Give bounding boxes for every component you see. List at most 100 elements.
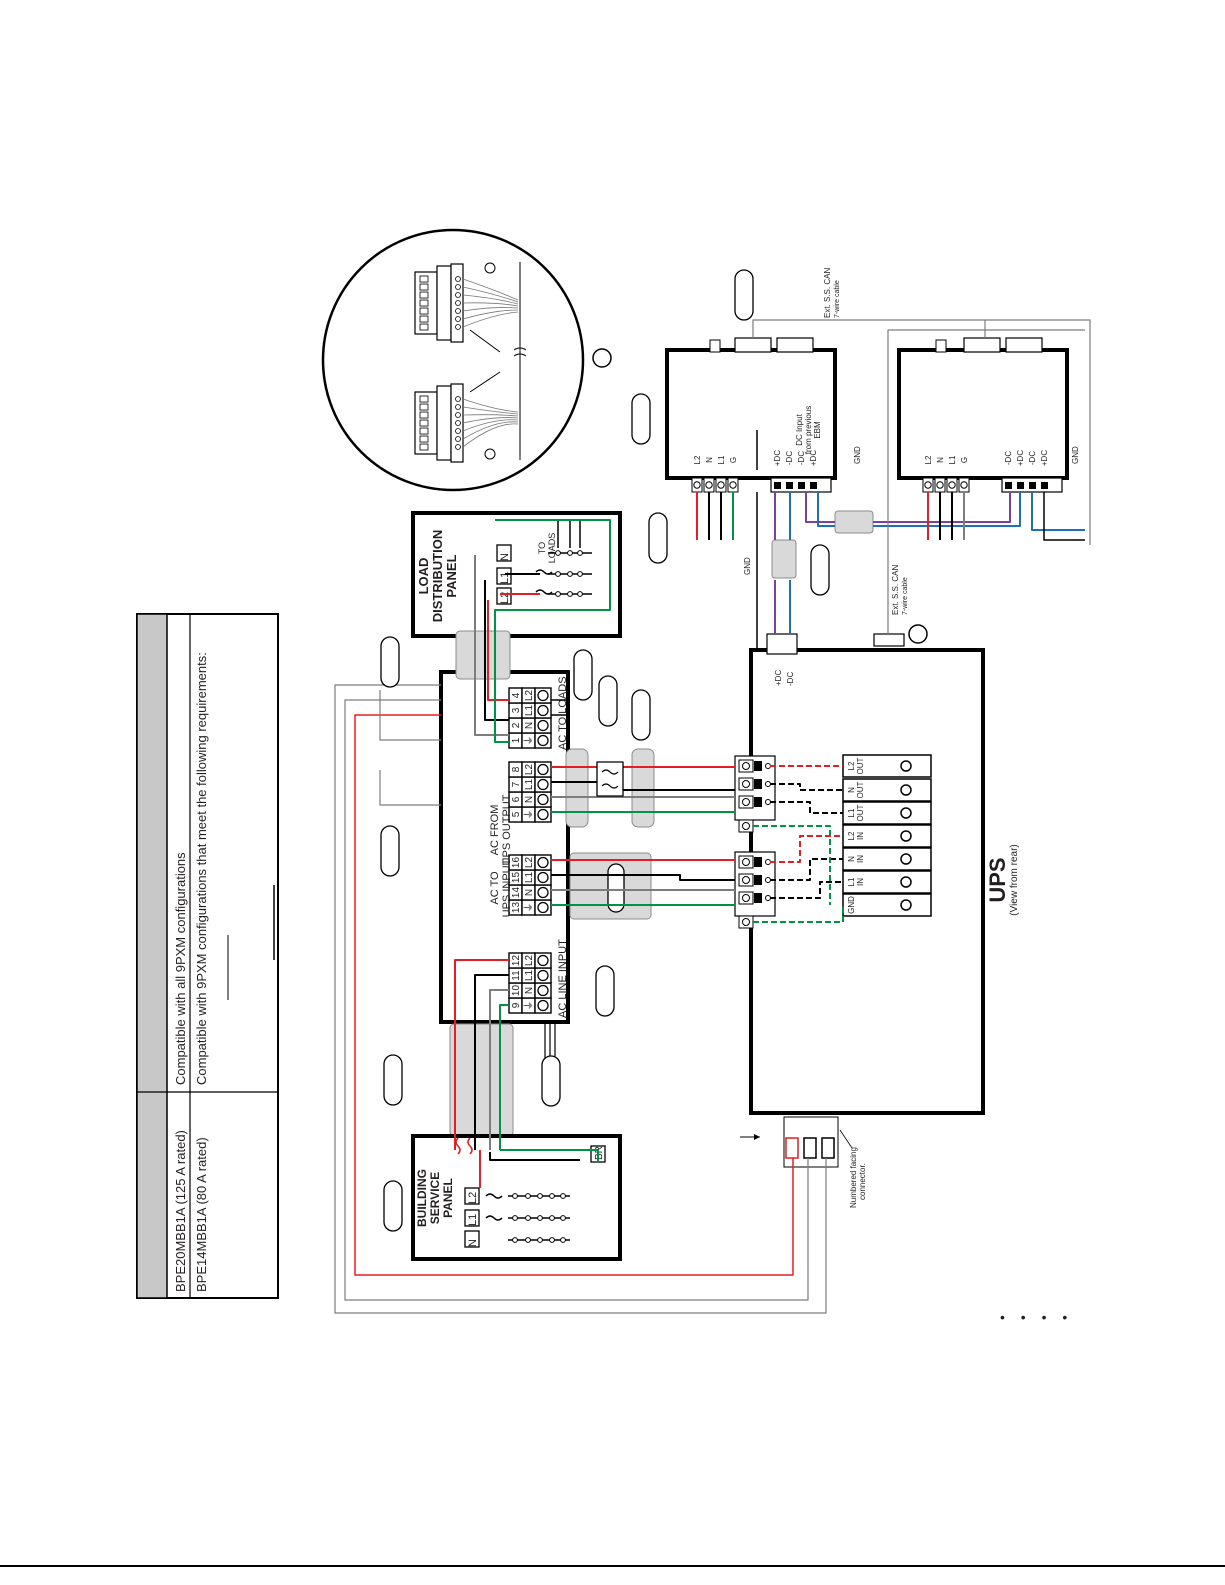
bldg-neutral-wire xyxy=(489,989,509,1150)
load-neutral-wire xyxy=(474,555,509,736)
inset-socket xyxy=(455,292,461,298)
ups-in-terminal-mark: L2 xyxy=(524,857,535,869)
ups-ground-jumper-2 xyxy=(753,825,831,905)
bus-lug xyxy=(567,571,573,577)
ups-terminal-screw xyxy=(900,784,912,796)
ups-output-label-2: UPS OUTPUT xyxy=(501,794,513,865)
bus-lug xyxy=(525,1215,531,1221)
load-title-3: PANEL xyxy=(444,554,459,597)
ups-terminal-screw xyxy=(900,830,912,842)
bus-lug xyxy=(512,1215,518,1221)
ebm1-dc-label: +DC xyxy=(809,450,818,466)
ups-terminal xyxy=(842,870,932,894)
ups-output-block-ground-screw xyxy=(742,822,750,830)
ebm1-dc-pin xyxy=(774,482,781,489)
numbered-note-2: connector. xyxy=(858,1163,867,1200)
loads-terminal-num: 4 xyxy=(511,692,522,698)
ebm2-dc-pin xyxy=(1017,482,1024,489)
inset-pin xyxy=(419,395,429,403)
ups-out-terminal-mark: N xyxy=(524,796,535,803)
load-title-1: LOAD xyxy=(416,558,431,595)
inset-pin xyxy=(419,283,429,291)
ups-terminal-sublabel: OUT xyxy=(856,781,865,798)
bypass-link xyxy=(551,699,570,716)
compatibility-table: BPE20MBB1A (125 A rated) BPE14MBB1A (80 … xyxy=(136,613,279,1299)
loads-terminal-num: 2 xyxy=(511,722,522,728)
aux-loop-mid xyxy=(344,699,809,1301)
line-terminal-screw xyxy=(537,999,549,1012)
line-terminal-mark: ⏚ xyxy=(523,1001,535,1011)
ups-terminal-screw xyxy=(900,876,912,888)
ups-in-terminal-num: 13 xyxy=(511,902,522,914)
ups-in-terminal-screw xyxy=(537,901,549,914)
ac-line-input-label: AC LINE INPUT xyxy=(557,939,569,1018)
ups-input-block-screw xyxy=(742,858,750,866)
ebm2-ac-screw xyxy=(960,481,968,489)
ups-in-terminal-num: 15 xyxy=(511,872,522,884)
ebm2-gnd: GND xyxy=(1071,446,1080,464)
loads-terminal-mark: ⏚ xyxy=(523,736,535,746)
can-cable-loop xyxy=(752,319,1091,545)
ebm2-dc-label: +DC xyxy=(1016,450,1025,466)
ups-terminal-screw xyxy=(900,760,912,772)
inset-wire xyxy=(462,406,519,415)
ebm2-ac-label: L1 xyxy=(948,455,957,464)
ups-input-label-1: AC TO xyxy=(489,871,501,905)
inset-socket xyxy=(455,396,461,402)
inset-pin xyxy=(419,291,429,299)
ups-input-block-pin xyxy=(765,895,771,901)
inset-wire xyxy=(462,421,519,440)
inset-pin xyxy=(419,323,429,331)
gnd-vertical-label: GND xyxy=(743,557,752,575)
callout-oval xyxy=(595,965,615,1017)
ups-in-terminal-mark: ⏚ xyxy=(523,903,535,913)
ups-output-block-screw xyxy=(742,762,750,770)
line-terminal-screw xyxy=(537,954,549,967)
ups-terminal-sublabel: IN xyxy=(856,855,865,863)
loads-terminal-num: 1 xyxy=(511,737,522,743)
ac-to-loads-label: AC TO LOADS xyxy=(557,676,569,750)
ups-in-terminal-num: 14 xyxy=(511,887,522,899)
inset-socket xyxy=(455,428,461,434)
aux-stubs xyxy=(379,690,441,806)
loads-terminal-mark: L2 xyxy=(524,690,535,702)
ebm2-ac-label: N xyxy=(936,457,945,463)
ebm1-dc-label: -DC xyxy=(797,451,806,465)
load-ground-wire xyxy=(494,519,611,743)
ups-terminal-sublabel: IN xyxy=(856,878,865,886)
bldg-neutral-bus xyxy=(489,1152,580,1161)
inset-wire xyxy=(462,414,519,417)
ups-out-terminal-screw xyxy=(537,793,549,806)
ebm2-ac-label: G xyxy=(960,457,969,463)
inset-pin xyxy=(419,427,429,435)
inset-wire xyxy=(462,286,519,303)
ups-out-terminal-mark: L1 xyxy=(524,779,535,791)
ebm2-dc-pin xyxy=(1005,482,1012,489)
ebm2-dc-pin xyxy=(1041,482,1048,489)
ebm2-dc-label: -DC xyxy=(1004,451,1013,465)
callout-markers xyxy=(380,269,830,1232)
inset-socket xyxy=(455,404,461,410)
bus-lug xyxy=(567,550,573,556)
ups-in-terminal-screw xyxy=(537,871,549,884)
ebm1-ac-screw xyxy=(693,481,701,489)
line-terminal-mark: L1 xyxy=(524,970,535,982)
ebm1-ac-label: L2 xyxy=(693,455,702,464)
ups-output-label-1: AC FROM xyxy=(489,805,501,856)
ebm1-ac-label: G xyxy=(729,457,738,463)
ebm1-ac-label: N xyxy=(705,457,714,463)
ebm1-dc-pin xyxy=(786,482,793,489)
ebm2-dc-pin xyxy=(1029,482,1036,489)
ups-input-block-clamp xyxy=(754,857,762,867)
ups-output-block-pin xyxy=(765,799,771,805)
wires xyxy=(334,319,1091,1314)
table-row1-compat: Compatible with all 9PXM configurations xyxy=(173,852,188,1085)
ebm1-dc-label: +DC xyxy=(773,450,782,466)
bus-lug xyxy=(537,1215,543,1221)
inset-pin xyxy=(419,411,429,419)
ups-subtitle: (View from rear) xyxy=(1009,844,1020,916)
load-title-2: DISTRIBUTION xyxy=(430,530,445,622)
